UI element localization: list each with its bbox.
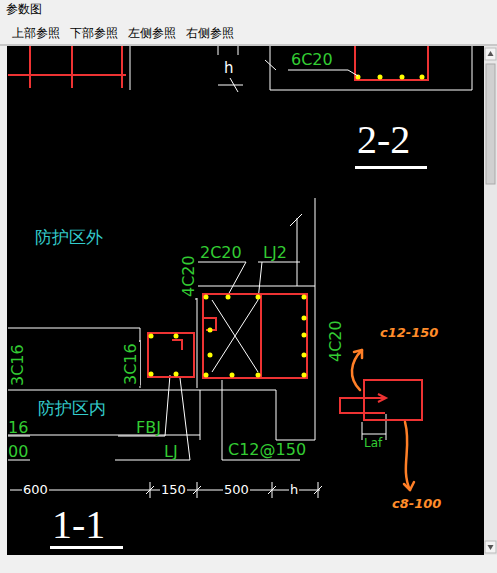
drawing-label: 00 (8, 443, 28, 461)
rebar-label-vertical: 3C16 (122, 342, 140, 386)
drawing-label: 600 (22, 483, 49, 497)
drawing-label: 1-1 (52, 503, 105, 547)
drawing-label: 2C20 (200, 244, 242, 262)
drawing-label: 6C20 (291, 51, 333, 69)
rebar-label-vertical: 4C20 (327, 320, 345, 362)
drawing-label: Laf (363, 437, 383, 450)
menu-item: 上部参照 (12, 27, 60, 40)
drawing-label: LJ2 (263, 244, 287, 262)
drawing-label: 2-2 (357, 118, 410, 162)
menu-item: 右侧参照 (186, 27, 234, 40)
drawing-label: FBJ (136, 419, 161, 437)
drawing-label: C12@150 (228, 441, 306, 459)
drawing-label: 防护区外 (35, 228, 103, 247)
drawing-label: 16 (8, 419, 28, 437)
drawing-label: c8-100 (392, 497, 441, 511)
rebar-label-vertical: 3C16 (9, 344, 27, 386)
window-title: 参数图 (6, 3, 42, 16)
drawing-label: c12-150 (380, 326, 438, 340)
drawing-label: 500 (223, 483, 250, 497)
drawing-label: LJ (164, 443, 178, 461)
menu-item: 左侧参照 (128, 27, 176, 40)
menu-item: 下部参照 (70, 27, 118, 40)
rebar-label-vertical: 4C20 (180, 254, 198, 298)
drawing-label: h (289, 483, 299, 497)
drawing-label: h (224, 60, 234, 77)
drawing-label: 防护区内 (38, 399, 106, 418)
drawing-label: 150 (160, 483, 187, 497)
